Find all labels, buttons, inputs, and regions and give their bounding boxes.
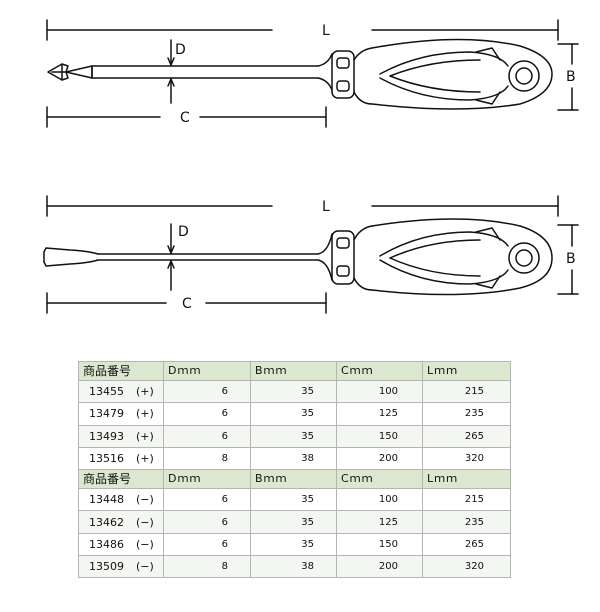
- top-handle-label: B: [566, 69, 576, 85]
- model-number: 13455: [89, 385, 124, 399]
- table-row: 13516 (+) 8 38 200 320: [78, 446, 511, 471]
- spec-table: 商品番号 Dｍｍ Bｍｍ Cｍｍ Lｍｍ 13455 (+) 6 35 100 2…: [78, 361, 511, 579]
- table-row: 13493 (+) 6 35 150 265: [78, 424, 511, 448]
- table-row: 13462 (−) 6 35 125 235: [78, 510, 511, 534]
- tip-type: (+): [136, 429, 154, 443]
- l-cell: 265: [422, 532, 511, 557]
- b-cell: 35: [250, 379, 337, 404]
- tip-type: (+): [136, 385, 154, 399]
- b-cell: 38: [250, 446, 337, 471]
- header-cell: Dｍｍ: [163, 361, 251, 381]
- l-cell: 320: [422, 555, 511, 579]
- bottom-handle-label: B: [566, 251, 576, 267]
- model-number: 13516: [89, 452, 124, 466]
- b-cell: 35: [250, 510, 337, 534]
- header-cell: Lｍｍ: [422, 469, 511, 490]
- d-cell: 8: [163, 446, 251, 471]
- model-cell: 13479 (+): [78, 402, 164, 426]
- top-diameter-label: D: [175, 42, 186, 58]
- bottom-shaft-label: C: [182, 296, 192, 312]
- tip-type: (+): [136, 452, 154, 466]
- model-number: 13448: [89, 493, 124, 507]
- d-cell: 6: [163, 402, 251, 426]
- model-cell: 13486 (−): [78, 532, 164, 557]
- phillips-screwdriver: [46, 19, 579, 128]
- table-header-slotted: 商品番号 Dｍｍ Bｍｍ Cｍｍ Lｍｍ: [78, 469, 511, 490]
- l-cell: 235: [422, 510, 511, 534]
- l-cell: 235: [422, 402, 511, 426]
- header-cell: 商品番号: [78, 361, 164, 381]
- tip-type: (−): [136, 537, 154, 551]
- d-cell: 6: [163, 379, 251, 404]
- c-cell: 125: [336, 510, 423, 534]
- d-cell: 8: [163, 555, 251, 579]
- table-row: 13455 (+) 6 35 100 215: [78, 379, 511, 404]
- c-cell: 100: [336, 488, 423, 512]
- d-cell: 6: [163, 510, 251, 534]
- model-number: 13479: [89, 407, 124, 421]
- tip-type: (−): [136, 493, 154, 507]
- top-length-label: L: [322, 23, 330, 39]
- b-cell: 35: [250, 532, 337, 557]
- slotted-screwdriver: [43, 195, 579, 314]
- model-cell: 13516 (+): [78, 446, 164, 471]
- header-cell: Dｍｍ: [163, 469, 251, 490]
- tip-type: (+): [136, 407, 154, 421]
- l-cell: 320: [422, 446, 511, 471]
- b-cell: 35: [250, 402, 337, 426]
- header-cell: Cｍｍ: [336, 469, 423, 490]
- model-number: 13462: [89, 515, 124, 529]
- model-cell: 13448 (−): [78, 488, 164, 512]
- b-cell: 38: [250, 555, 337, 579]
- c-cell: 125: [336, 402, 423, 426]
- b-cell: 35: [250, 488, 337, 512]
- c-cell: 150: [336, 424, 423, 448]
- header-cell: Lｍｍ: [422, 361, 511, 381]
- l-cell: 215: [422, 488, 511, 512]
- model-cell: 13509 (−): [78, 555, 164, 579]
- d-cell: 6: [163, 424, 251, 448]
- l-cell: 265: [422, 424, 511, 448]
- model-cell: 13462 (−): [78, 510, 164, 534]
- screwdriver-drawings: L D C B L D C B: [43, 19, 579, 314]
- c-cell: 150: [336, 532, 423, 557]
- table-header-phillips: 商品番号 Dｍｍ Bｍｍ Cｍｍ Lｍｍ: [78, 361, 511, 381]
- c-cell: 100: [336, 379, 423, 404]
- model-cell: 13493 (+): [78, 424, 164, 448]
- bottom-diameter-label: D: [178, 224, 189, 240]
- d-cell: 6: [163, 532, 251, 557]
- model-number: 13486: [89, 537, 124, 551]
- table-row: 13509 (−) 8 38 200 320: [78, 555, 511, 579]
- table-row: 13486 (−) 6 35 150 265: [78, 532, 511, 557]
- top-shaft-label: C: [180, 110, 190, 126]
- tip-type: (−): [136, 515, 154, 529]
- c-cell: 200: [336, 555, 423, 579]
- bottom-length-label: L: [322, 199, 330, 215]
- b-cell: 35: [250, 424, 337, 448]
- model-number: 13493: [89, 429, 124, 443]
- header-cell: Bｍｍ: [250, 469, 337, 490]
- table-row: 13448 (−) 6 35 100 215: [78, 488, 511, 512]
- model-cell: 13455 (+): [78, 379, 164, 404]
- tip-type: (−): [136, 560, 154, 574]
- header-cell: Bｍｍ: [250, 361, 337, 381]
- header-cell: 商品番号: [78, 469, 164, 490]
- model-number: 13509: [89, 560, 124, 574]
- l-cell: 215: [422, 379, 511, 404]
- table-row: 13479 (+) 6 35 125 235: [78, 402, 511, 426]
- header-cell: Cｍｍ: [336, 361, 423, 381]
- c-cell: 200: [336, 446, 423, 471]
- d-cell: 6: [163, 488, 251, 512]
